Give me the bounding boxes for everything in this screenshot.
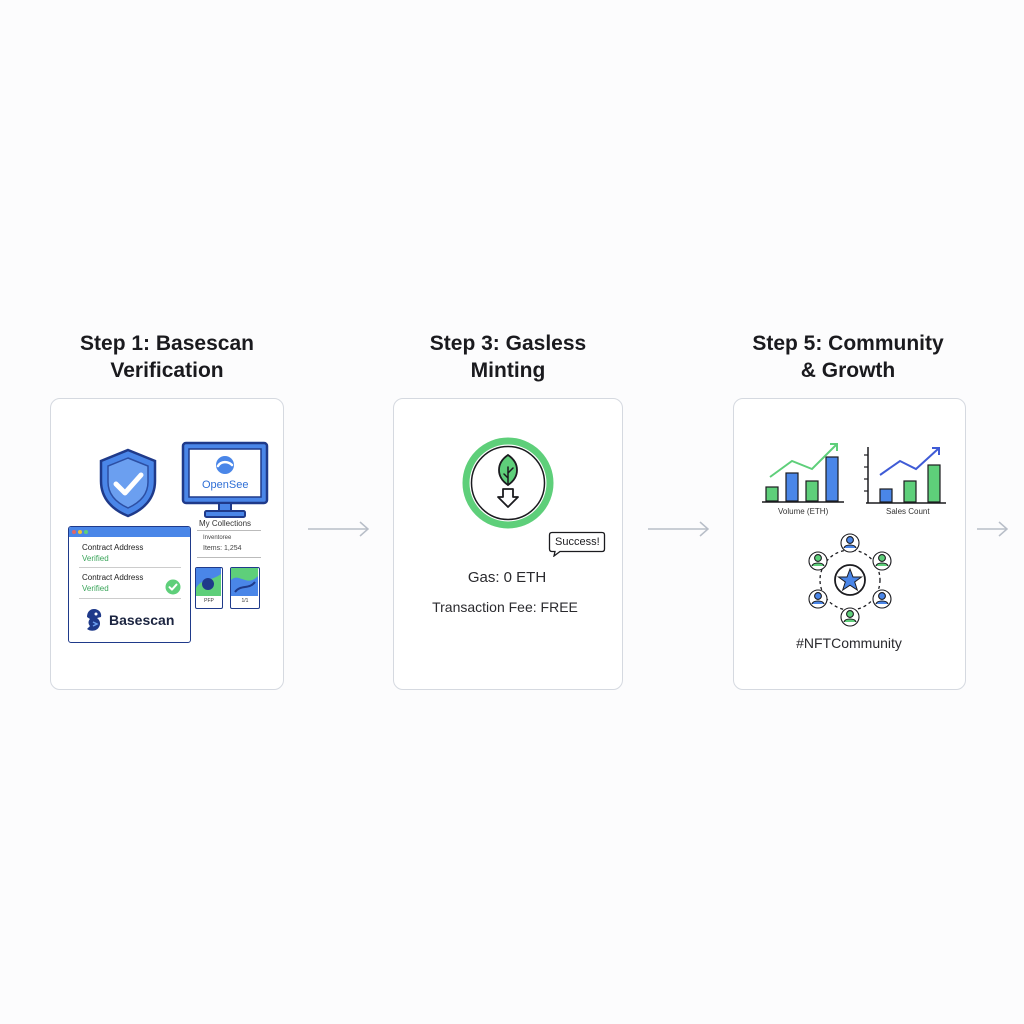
chart2-label: Sales Count — [886, 507, 930, 516]
arrow-right-icon — [308, 521, 370, 537]
check-circle-icon — [165, 579, 181, 595]
basescan-logo-icon — [87, 609, 102, 631]
divider — [79, 598, 181, 599]
divider — [197, 530, 261, 531]
gas-text: Gas: 0 ETH — [467, 569, 547, 586]
community-member-icon — [840, 607, 860, 627]
step1-card: OpenSee My Collections Inventoree Items:… — [50, 398, 284, 690]
hashtag-text: #NFTCommunity — [796, 635, 902, 651]
volume-bar-chart-icon — [762, 443, 844, 503]
success-bubble: Success! — [548, 531, 606, 557]
window-titlebar — [69, 527, 190, 537]
chart1-label: Volume (ETH) — [778, 507, 829, 516]
window-dot — [78, 530, 82, 534]
window-dot — [84, 530, 88, 534]
row1-status: Verified — [82, 554, 109, 563]
sales-bar-chart-icon — [864, 447, 946, 504]
step3-title: Step 3: Gasless Minting — [429, 332, 587, 382]
shield-check-icon — [99, 448, 157, 518]
row1-label: Contract Address — [82, 543, 144, 552]
monitor-icon — [181, 441, 269, 518]
opensea-label: OpenSee — [202, 479, 249, 491]
basescan-window: Contract Address Verified Contract Addre… — [68, 526, 191, 643]
basescan-brand: Basescan — [109, 612, 175, 628]
arrow-right-icon — [977, 521, 1009, 537]
arrow-right-icon — [648, 521, 710, 537]
step5-card: Volume (ETH) Sales Count — [733, 398, 966, 690]
community-member-icon — [808, 589, 828, 609]
fee-text: Transaction Fee: FREE — [432, 599, 578, 615]
step3-card: Success! Gas: 0 ETH Transaction Fee: FRE… — [393, 398, 623, 690]
success-text: Success! — [555, 536, 600, 548]
row2-status: Verified — [82, 584, 109, 593]
community-member-icon — [840, 533, 860, 553]
thumb2-label: 1/1 — [241, 598, 249, 604]
nft-thumbnail[interactable]: PFP — [195, 567, 223, 609]
community-member-icon — [808, 551, 828, 571]
collections-line1: Inventoree — [203, 535, 232, 541]
thumb1-label: PFP — [204, 598, 214, 604]
row2-label: Contract Address — [82, 573, 144, 582]
leaf-mint-icon — [462, 437, 554, 529]
nft-thumbnail[interactable]: 1/1 — [230, 567, 260, 609]
community-member-icon — [872, 551, 892, 571]
collections-title: My Collections — [199, 519, 252, 528]
step5-title: Step 5: Community & Growth — [752, 332, 944, 382]
divider — [79, 567, 181, 568]
divider — [197, 557, 261, 558]
step1-title: Step 1: Basescan Verification — [80, 332, 254, 382]
collections-line2: Items: 1,254 — [203, 545, 242, 552]
window-dot — [72, 530, 76, 534]
community-member-icon — [872, 589, 892, 609]
community-star-icon — [808, 533, 892, 627]
